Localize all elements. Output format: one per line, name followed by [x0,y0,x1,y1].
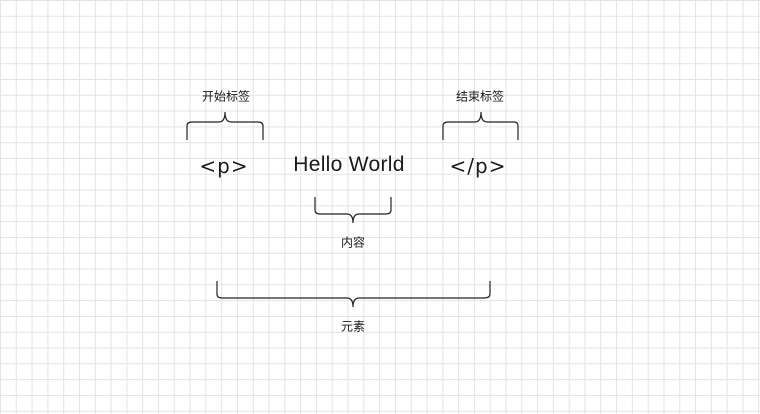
element-brace [216,281,491,308]
content-text: Hello World [293,153,405,176]
end-tag-brace [442,111,519,140]
start-tag-brace [186,111,264,140]
close-tag-text: </p> [449,154,507,178]
content-label: 内容 [340,235,366,250]
open-tag-text: <p> [199,154,249,178]
end-tag-label: 结束标签 [455,89,505,104]
element-label: 元素 [340,319,366,334]
content-brace [314,197,392,224]
start-tag-label: 开始标签 [201,89,251,104]
